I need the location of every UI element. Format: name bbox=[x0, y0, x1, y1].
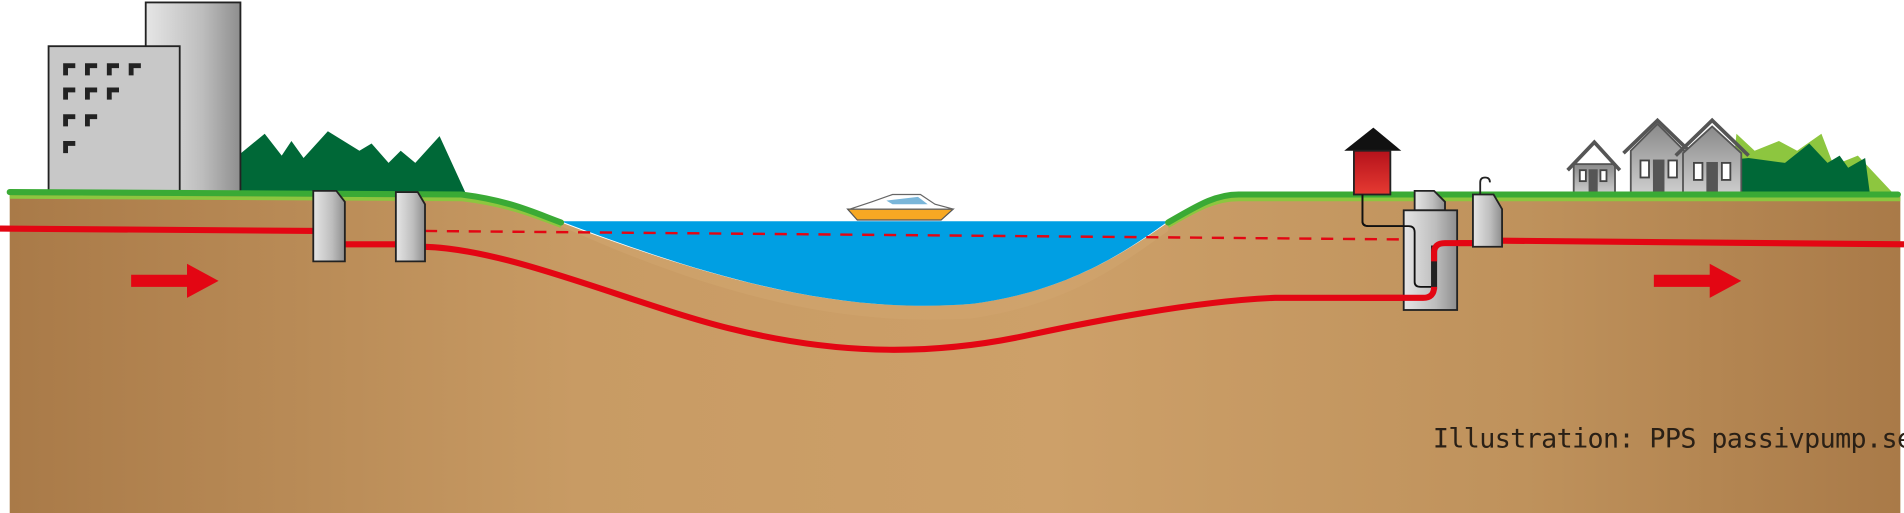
boat-icon bbox=[846, 193, 955, 221]
illustration-credit: Illustration: PPS passivpump.se bbox=[1433, 423, 1904, 454]
flow-arrow-right-icon bbox=[1653, 263, 1742, 298]
valve-chamber-2 bbox=[394, 191, 426, 263]
pump-chamber bbox=[1360, 189, 1473, 311]
lake-bed bbox=[561, 222, 1169, 320]
forest-left bbox=[238, 131, 467, 195]
forest-right-dark bbox=[1724, 143, 1870, 195]
flow-arrow-right-icon bbox=[131, 263, 219, 298]
building-office bbox=[47, 45, 181, 196]
house-large bbox=[1674, 117, 1750, 198]
grass-right bbox=[1167, 197, 1901, 228]
grass-left-top bbox=[6, 189, 565, 226]
grass-right-top bbox=[1165, 191, 1901, 226]
grass-left bbox=[9, 195, 562, 228]
gravity-line-dashed bbox=[424, 229, 1409, 241]
valve-chamber-1 bbox=[312, 189, 346, 263]
house-small bbox=[1566, 139, 1622, 196]
building-windows bbox=[63, 63, 141, 154]
valve-chamber-3 bbox=[1472, 176, 1503, 248]
lake-water bbox=[561, 221, 1169, 306]
house-medium bbox=[1622, 117, 1693, 197]
